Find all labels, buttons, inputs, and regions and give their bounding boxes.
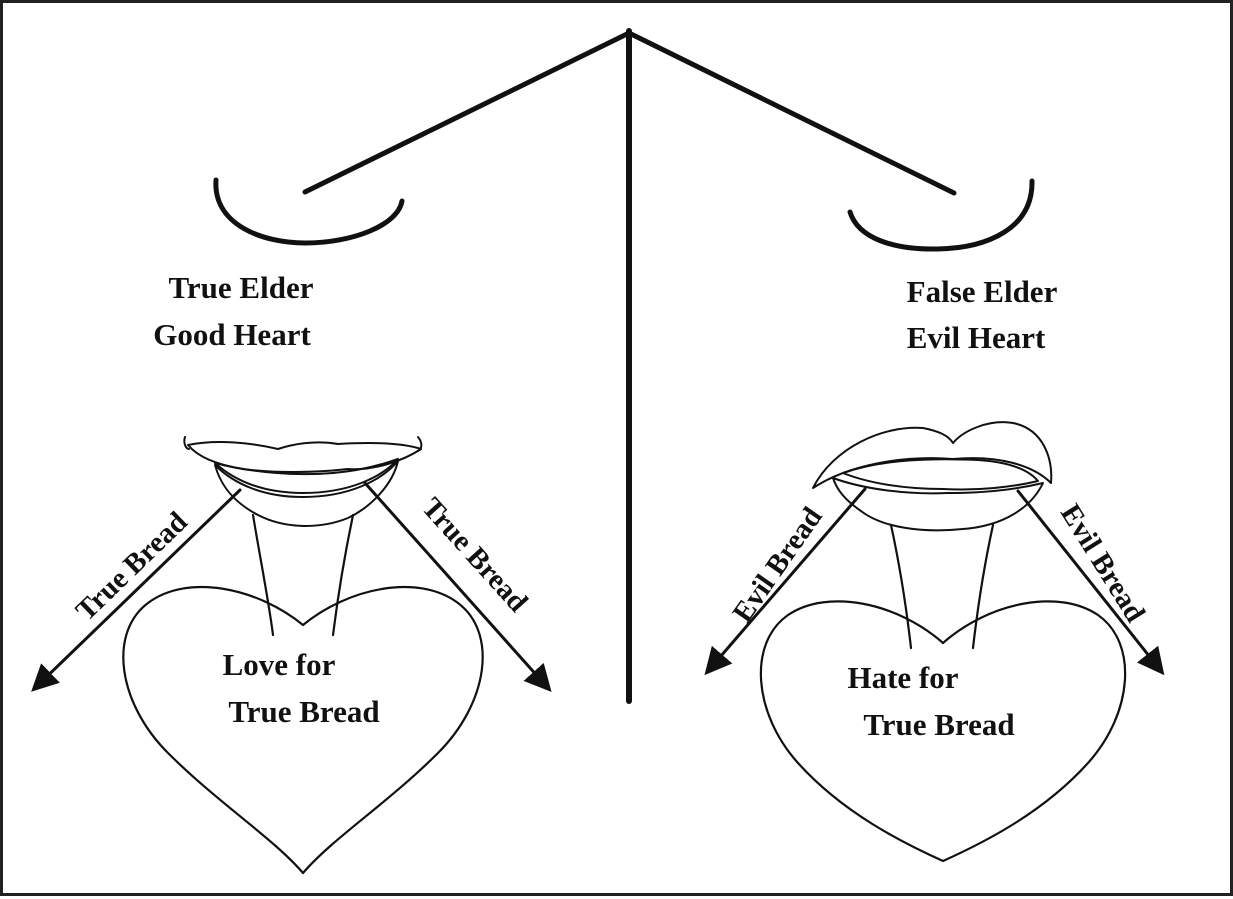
left-panel: True Elder Good Heart True Bread True Br… — [35, 270, 548, 873]
left-header-line1: True Elder — [169, 270, 314, 305]
left-throat — [253, 515, 353, 635]
left-arrow-right-label: True Bread — [415, 492, 533, 619]
scale-beam-left — [305, 33, 629, 192]
left-arrow-out-left — [35, 490, 240, 688]
right-panel: False Elder Evil Heart Evil Bread Evil B… — [708, 274, 1161, 861]
right-header-line2: Evil Heart — [907, 320, 1046, 355]
right-throat — [891, 525, 993, 648]
balance-scale-diagram: True Elder Good Heart True Bread True Br… — [3, 3, 1233, 899]
scale-pan-right — [850, 181, 1032, 249]
left-heart-line2: True Bread — [228, 694, 379, 729]
left-lips — [184, 437, 421, 526]
left-heart-line1: Love for — [223, 647, 336, 682]
left-heart-shape — [123, 587, 482, 873]
scale-beam-right — [629, 33, 954, 193]
right-arrow-right-label: Evil Bread — [1054, 499, 1151, 628]
left-arrow-left-label: True Bread — [70, 506, 194, 627]
right-header-line1: False Elder — [907, 274, 1058, 309]
right-heart-line2: True Bread — [863, 707, 1014, 742]
right-lips — [813, 422, 1051, 530]
left-header-line2: Good Heart — [153, 317, 311, 352]
right-heart-line1: Hate for — [847, 660, 958, 695]
right-arrow-left-label: Evil Bread — [727, 501, 829, 628]
